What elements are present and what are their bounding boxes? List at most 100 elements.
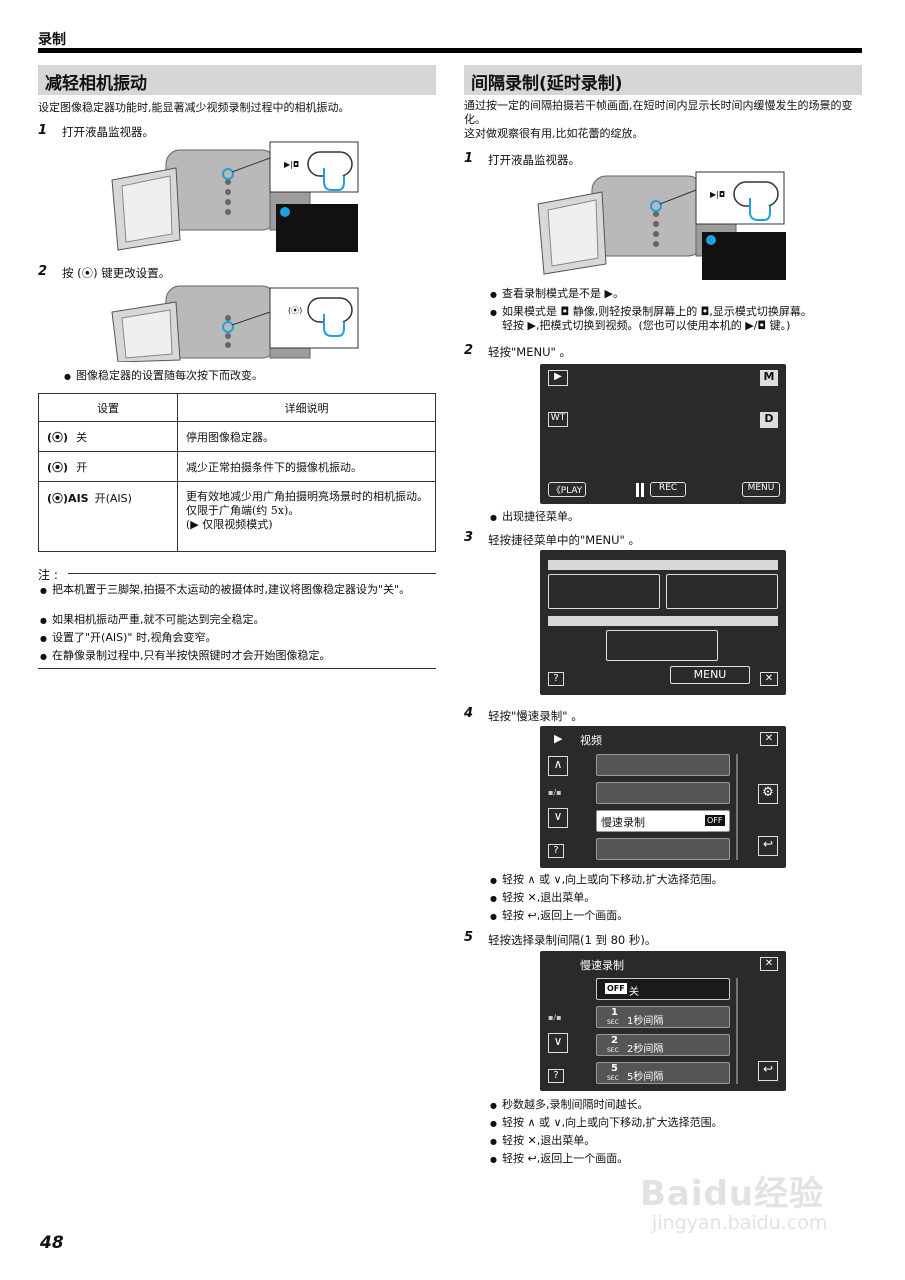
play-button[interactable]: 《PLAY [548, 482, 586, 497]
setting-on-desc: 减少正常拍摄条件下的摄像机振动。 [177, 451, 436, 482]
interval-option[interactable]: 2 SEC 2秒间隔 [596, 1034, 730, 1056]
svg-text:▶|◘: ▶|◘ [284, 160, 299, 169]
option-number: 2 [611, 1035, 618, 1046]
step4-bullet: 轻按 ✕,退出菜单。 [490, 891, 595, 906]
option-label: 1秒间隔 [627, 1016, 664, 1027]
note-item: 把本机置于三脚架,拍摄不太运动的被摄体时,建议将图像稳定器设为"关"。 [40, 583, 436, 598]
setting-off-desc: 停用图像稳定器。 [177, 421, 436, 452]
right-intro: 通过按一定的间隔拍摄若干帧画面,在短时间内显示长时间内缓慢发生的场景的变化。 [464, 99, 853, 126]
note-item: 在静像录制过程中,只有半按快照键时才会开始图像稳定。 [40, 649, 436, 664]
menu-item-label: 慢速录制 [601, 816, 645, 829]
menu-item[interactable] [596, 754, 730, 776]
video-menu-screen: ▶ 视频 ✕ ∧ ▪/▪ ∨ ? 慢速录制 OFF ⚙ ↩ [540, 726, 786, 868]
interval-option[interactable]: 1 SEC 1秒间隔 [596, 1006, 730, 1028]
step5-bullet: 轻按 ✕,退出菜单。 [490, 1134, 595, 1149]
svg-text:▶|◘: ▶|◘ [710, 190, 725, 199]
close-button[interactable]: ✕ [760, 672, 778, 686]
menu-category-bar [548, 560, 778, 570]
note-item: 如果相机振动严重,就不可能达到完全稳定。 [40, 613, 436, 628]
close-button[interactable]: ✕ [760, 957, 778, 971]
manual-button[interactable]: M [760, 370, 778, 386]
scroll-up-button[interactable]: ∧ [548, 756, 568, 776]
option-label: 2秒间隔 [627, 1044, 664, 1055]
left-step2-number: 2 [38, 264, 48, 279]
right-step3-number: 3 [464, 530, 474, 545]
right-section-title: 间隔录制(延时录制) [464, 65, 862, 95]
interval-select-screen: 慢速录制 ✕ ▪/▪ ∨ ? OFF 关 1 SEC 1秒间隔 2 SEC 2秒… [540, 951, 786, 1091]
left-step2-text: 按 (⦿) 键更改设置。 [62, 266, 171, 280]
help-button[interactable]: ? [548, 1069, 564, 1083]
step2-bullet: 出现捷径菜单。 [490, 510, 579, 525]
option-number: 5 [611, 1063, 618, 1074]
baidu-watermark-logo: Baidu经验 [640, 1174, 825, 1214]
shortcut-menu-screen: ? MENU ✕ [540, 550, 786, 695]
option-label: 关 [629, 987, 639, 998]
right-step1-number: 1 [464, 151, 474, 166]
back-button[interactable]: ↩ [758, 836, 778, 856]
shortcut-item[interactable] [606, 630, 718, 661]
shortcut-menu-button[interactable]: MENU [670, 666, 750, 684]
step1-bullet: 查看录制模式是不是 ▶。 [490, 287, 862, 302]
option-label: 5秒间隔 [627, 1072, 664, 1083]
back-button[interactable]: ↩ [758, 1061, 778, 1081]
help-button[interactable]: ? [548, 844, 564, 858]
notes-label: 注 : [38, 568, 58, 582]
wt-button[interactable]: WT [548, 412, 568, 427]
header-rule [38, 48, 862, 53]
scroll-down-button[interactable]: ∨ [548, 1033, 568, 1053]
stabilizer-on-icon: (⦿) [47, 460, 69, 474]
camera-stabilizer-illustration: (⦿) [110, 282, 362, 362]
menu-item-slow-recording[interactable]: 慢速录制 OFF [596, 810, 730, 832]
step4-bullet: 轻按 ↩,返回上一个画面。 [490, 909, 628, 924]
camera-illustration: ▶|◘ [536, 170, 788, 282]
menu-button[interactable]: MENU [742, 482, 780, 497]
rec-button[interactable]: REC [650, 482, 686, 497]
step5-bullet: 轻按 ∧ 或 ∨,向上或向下移动,扩大选择范围。 [490, 1116, 723, 1131]
menu-item[interactable] [596, 782, 730, 804]
stabilizer-note: 图像稳定器的设置随每次按下而改变。 [64, 369, 263, 384]
scrollbar[interactable] [736, 754, 738, 860]
interval-option[interactable]: OFF 关 [596, 978, 730, 1000]
right-step4-number: 4 [464, 706, 474, 721]
close-button[interactable]: ✕ [760, 732, 778, 746]
table-header-setting: 设置 [38, 393, 178, 422]
step5-bullet: 秒数越多,录制间隔时间越长。 [490, 1098, 648, 1113]
interval-option[interactable]: 5 SEC 5秒间隔 [596, 1062, 730, 1084]
menu-category-bar [548, 616, 778, 626]
menu-title: 慢速录制 [580, 959, 624, 972]
sec-label: SEC [607, 1075, 619, 1082]
chapter-title: 录制 [38, 32, 66, 48]
menu-title: 视频 [580, 734, 602, 747]
shortcut-item[interactable] [666, 574, 778, 609]
gear-icon[interactable]: ⚙ [758, 784, 778, 804]
left-intro: 设定图像稳定器功能时,能显著减少视频录制过程中的相机振动。 [38, 101, 350, 114]
shortcut-item[interactable] [548, 574, 660, 609]
page-indicator: ▪/▪ [548, 788, 562, 797]
stabilizer-ais-icon: (⦿)AIS [47, 492, 89, 505]
scrollbar[interactable] [736, 978, 738, 1084]
menu-item[interactable] [596, 838, 730, 860]
sec-label: SEC [607, 1019, 619, 1026]
page-indicator: ▪/▪ [548, 1013, 562, 1022]
scroll-down-button[interactable]: ∨ [548, 808, 568, 828]
right-step5-number: 5 [464, 930, 474, 945]
help-button[interactable]: ? [548, 672, 564, 686]
recording-screen: ▶ M WT D 《PLAY REC MENU [540, 364, 786, 504]
sec-label: SEC [607, 1047, 619, 1054]
setting-off: 关 [76, 430, 88, 444]
stabilizer-settings-table: 设置 详细说明 (⦿)关 停用图像稳定器。 (⦿)开 减少正常拍摄条件下的摄像机… [38, 393, 436, 552]
left-section-title: 减轻相机振动 [38, 65, 436, 95]
pause-icon [641, 483, 644, 497]
svg-text:(⦿): (⦿) [288, 306, 302, 315]
table-row: (⦿)关 停用图像稳定器。 [38, 421, 436, 452]
video-mode-icon[interactable]: ▶ [548, 370, 568, 386]
notes-rule [68, 573, 436, 574]
display-button[interactable]: D [760, 412, 778, 428]
off-badge: OFF [705, 815, 725, 826]
right-step2-text: 轻按"MENU" 。 [488, 345, 571, 359]
option-number: 1 [611, 1007, 618, 1018]
table-row: (⦿)开 减少正常拍摄条件下的摄像机振动。 [38, 451, 436, 482]
right-step4-text: 轻按"慢速录制" 。 [488, 709, 583, 723]
right-step2-number: 2 [464, 343, 474, 358]
